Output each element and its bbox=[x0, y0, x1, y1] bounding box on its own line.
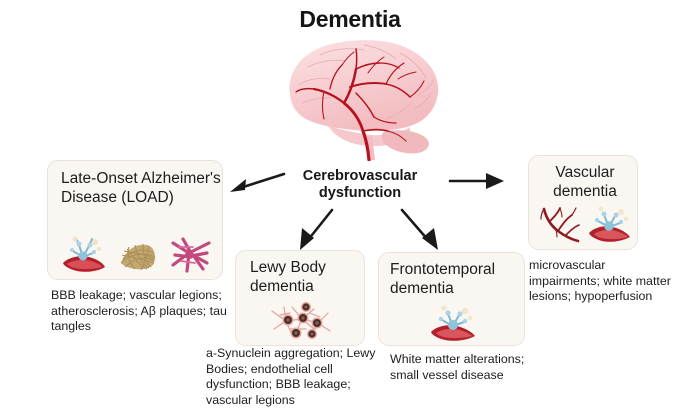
branching-vessel-icon bbox=[540, 207, 580, 243]
lewy-body-neuron-icon bbox=[271, 302, 331, 339]
node-box-vascular[interactable]: Vascular dementia bbox=[528, 155, 638, 250]
node-icons-load bbox=[59, 231, 215, 275]
node-title-frontotemporal: Frontotemporal dementia bbox=[390, 261, 496, 297]
node-title-load: Late-Onset Alzheimer's Disease (LOAD) bbox=[61, 170, 221, 206]
arrow-to-frontotemporal bbox=[400, 208, 438, 250]
node-icons-vascular bbox=[536, 204, 634, 246]
tau-tangles-icon bbox=[171, 237, 211, 273]
brain-illustration bbox=[289, 40, 439, 161]
node-box-lewy-body[interactable]: Lewy Body dementia bbox=[235, 250, 365, 346]
astrocyte-vessel-icon bbox=[589, 206, 630, 242]
node-caption-lewy-body: a-Synuclein aggregation; Lewy Bodies; en… bbox=[206, 346, 376, 407]
arrow-to-load bbox=[230, 172, 286, 192]
node-caption-vascular: microvascular impairments; white matter … bbox=[529, 258, 671, 303]
astrocyte-vessel-icon bbox=[431, 305, 475, 341]
arrow-to-lewy-body bbox=[300, 208, 334, 250]
center-node-label: Cerebrovascular dysfunction bbox=[302, 168, 418, 201]
amyloid-plaque-icon bbox=[120, 243, 156, 271]
node-title-lewy-body: Lewy Body dementia bbox=[250, 259, 326, 295]
node-caption-load: BBB leakage; vascular legions; atheroscl… bbox=[51, 288, 227, 333]
page-title: Dementia bbox=[299, 6, 401, 32]
node-icons-lewy-body bbox=[266, 299, 338, 343]
arrow-to-vascular bbox=[448, 173, 504, 189]
node-icons-frontotemporal bbox=[427, 303, 479, 343]
node-title-vascular: Vascular dementia bbox=[553, 164, 617, 200]
node-box-load[interactable]: Late-Onset Alzheimer's Disease (LOAD) bbox=[47, 160, 223, 280]
astrocyte-vessel-icon bbox=[63, 236, 105, 272]
node-caption-frontotemporal: White matter alterations; small vessel d… bbox=[390, 352, 525, 382]
node-box-frontotemporal[interactable]: Frontotemporal dementia bbox=[378, 252, 525, 346]
